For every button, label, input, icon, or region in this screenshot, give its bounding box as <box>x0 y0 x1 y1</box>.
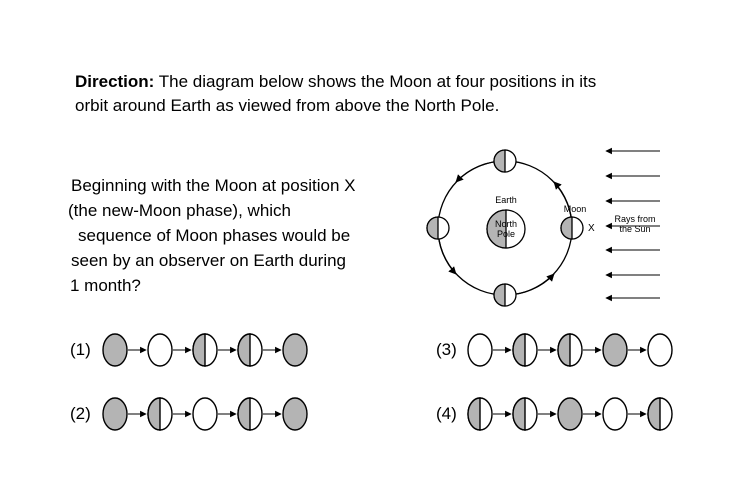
sun-rays <box>605 147 660 302</box>
sun-rays-label: Rays from <box>614 214 655 224</box>
choice-3-sequence[interactable] <box>467 333 673 367</box>
moon-phase-left-dark <box>192 333 218 367</box>
earth-label: Earth <box>495 195 517 205</box>
question-line: Beginning with the Moon at position X <box>71 176 356 195</box>
question-line: (the new-Moon phase), which <box>68 201 292 220</box>
direction-line-1: The diagram below shows the Moon at four… <box>154 72 597 91</box>
choice-2-label[interactable]: (2) <box>70 404 91 423</box>
earth <box>486 209 526 249</box>
moon-phase-new <box>467 333 493 367</box>
moon-phase-full <box>602 333 628 367</box>
direction-label: Direction: <box>75 72 155 91</box>
choice-4-label[interactable]: (4) <box>436 404 457 423</box>
moon-phase-left-dark <box>467 397 493 431</box>
moon-phase-left-dark <box>237 397 263 431</box>
question-line: sequence of Moon phases would be <box>78 226 351 245</box>
answer-choices <box>102 333 673 431</box>
question-text: Beginning with the Moon at position X (t… <box>68 173 408 298</box>
moon-phase-full <box>282 397 308 431</box>
choice-2-sequence[interactable] <box>102 397 308 431</box>
moon-label: Moon <box>564 204 587 214</box>
moon-bottom <box>493 283 517 307</box>
moon-position-x <box>560 216 584 240</box>
moon-phase-left-dark <box>147 397 173 431</box>
question-line: 1 month? <box>70 276 141 295</box>
moon-phase-left-dark <box>512 397 538 431</box>
moon-phase-full <box>557 397 583 431</box>
direction-line-2: orbit around Earth as viewed from above … <box>75 96 500 115</box>
moon-left <box>426 216 450 240</box>
direction-text: Direction: The diagram below shows the M… <box>75 70 675 118</box>
question-line: seen by an observer on Earth during <box>71 251 347 270</box>
moon-phase-new <box>147 333 173 367</box>
moon-phase-left-dark <box>557 333 583 367</box>
choice-1-sequence[interactable] <box>102 333 308 367</box>
moon-phase-full <box>282 333 308 367</box>
moon-phase-left-dark <box>647 397 673 431</box>
moon-phase-full <box>102 397 128 431</box>
choice-4-sequence[interactable] <box>467 397 673 431</box>
north-pole-label: Pole <box>497 229 515 239</box>
choice-3-label[interactable]: (3) <box>436 340 457 359</box>
moon-phase-new <box>602 397 628 431</box>
sun-rays-label: the Sun <box>619 224 650 234</box>
moon-top <box>493 149 517 173</box>
moon-phase-left-dark <box>512 333 538 367</box>
moon-phase-new <box>192 397 218 431</box>
moon-phase-left-dark <box>237 333 263 367</box>
moon-phase-new <box>647 333 673 367</box>
moon-phase-full <box>102 333 128 367</box>
choice-1-label[interactable]: (1) <box>70 340 91 359</box>
north-pole-label: North <box>495 219 517 229</box>
position-x-label: X <box>588 223 595 234</box>
